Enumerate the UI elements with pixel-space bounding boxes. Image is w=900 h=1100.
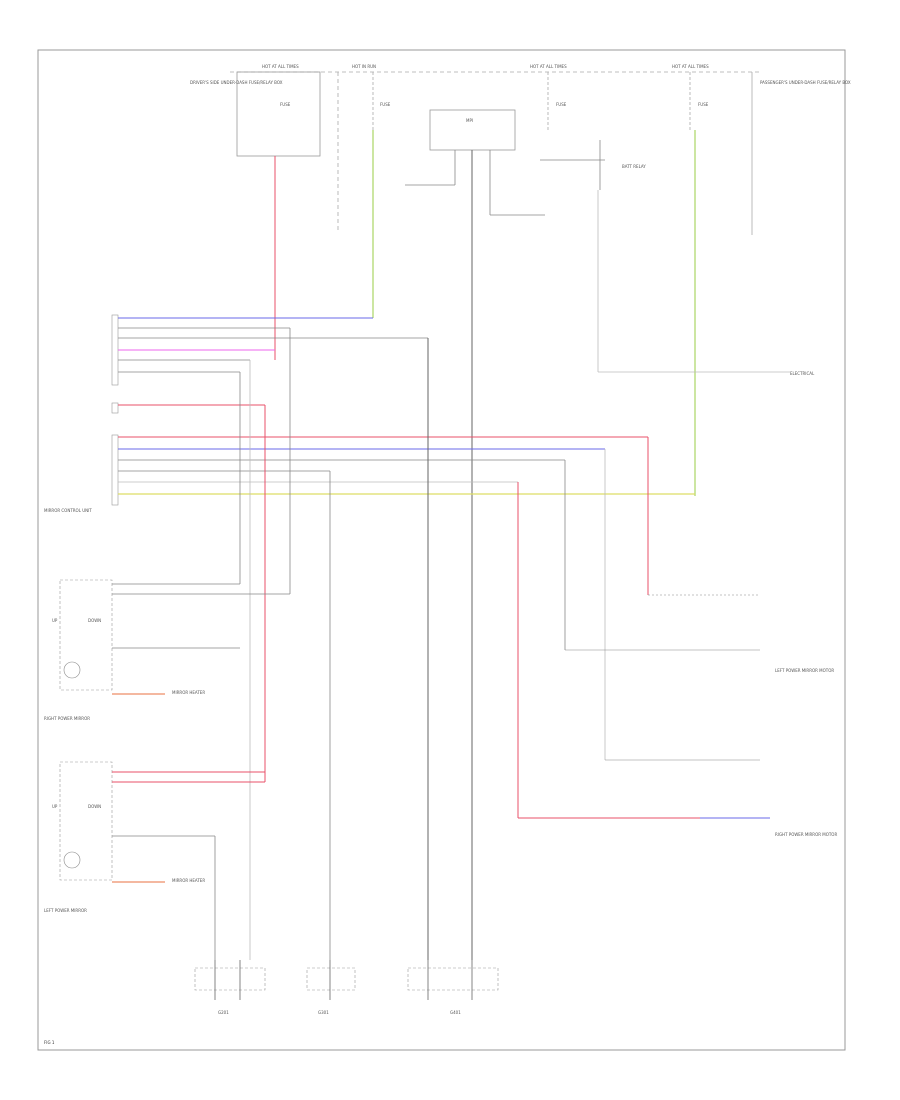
mirror-control-label: MIRROR CONTROL UNIT [44,508,92,513]
fuse-d-label: FUSE [698,102,709,107]
ground-right-label: ELECTRICAL [790,371,815,376]
mpi-box [429,109,516,151]
left-switch-label: LEFT POWER MIRROR MOTOR [775,668,834,673]
rm-up-label: UP [52,618,58,623]
lm-heater-symbol [63,851,81,869]
bottom-connector-3 [407,967,499,991]
connector-block-mid [111,402,119,414]
right-switch-label: RIGHT POWER MIRROR MOTOR [775,832,837,837]
fuse-label-3: HOT AT ALL TIMES [530,64,567,69]
fuse-label-2: HOT IN RUN [352,64,376,69]
left-module-label: DRIVER'S SIDE UNDER-DASH FUSE/RELAY BOX [190,80,283,85]
lm-down-label: DOWN [88,804,101,809]
relay-label: BATT RELAY [622,164,646,169]
bottom-connector-1 [194,967,266,991]
connector-block-bottom [111,434,119,506]
fuse-a-label: FUSE [280,102,291,107]
fuse-b-label: FUSE [380,102,391,107]
footer-label: FIG 1 [44,1040,55,1045]
bottom-connector-2 [306,967,356,991]
fuse-label-1: HOT AT ALL TIMES [262,64,299,69]
fuse-label-4: HOT AT ALL TIMES [672,64,709,69]
rm-heater-label: MIRROR HEATER [172,690,205,695]
rm-down-label: DOWN [88,618,101,623]
right-mirror-label: RIGHT POWER MIRROR [44,716,90,721]
diagram-border [37,49,846,1051]
ground-2-label: G301 [318,1010,329,1015]
connector-block-top [111,314,119,386]
lm-up-label: UP [52,804,58,809]
left-fuse-box [236,71,321,157]
rm-heater-symbol [63,661,81,679]
ground-1-label: G201 [218,1010,229,1015]
left-mirror-label: LEFT POWER MIRROR [44,908,87,913]
ground-3-label: G401 [450,1010,461,1015]
left-mirror-box [59,761,113,881]
right-mirror-box [59,579,113,691]
right-module-label: PASSENGER'S UNDER-DASH FUSE/RELAY BOX [760,80,851,85]
mpi-label: MPI [466,118,473,123]
lm-heater-label: MIRROR HEATER [172,878,205,883]
fuse-c-label: FUSE [556,102,567,107]
